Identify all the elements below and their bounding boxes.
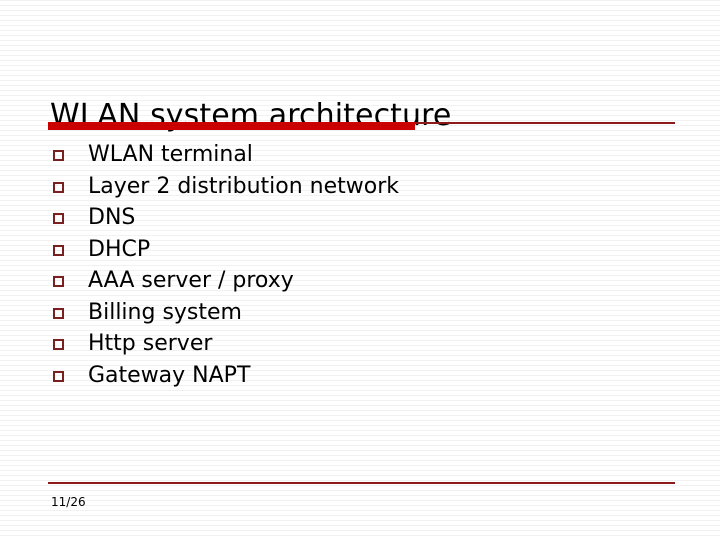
bullet-square-icon	[53, 244, 64, 256]
header-accent-bar	[48, 122, 415, 130]
list-item-label: Gateway NAPT	[88, 362, 251, 388]
footer-divider-rule	[48, 482, 675, 484]
list-item-label: Http server	[88, 331, 213, 356]
page-number: 11/26	[51, 495, 86, 509]
bullet-square-icon	[53, 370, 64, 382]
bullet-square-icon	[53, 181, 64, 193]
list-item: Gateway NAPT	[48, 360, 688, 392]
list-item: Billing system	[48, 297, 688, 329]
bullet-list: WLAN terminal Layer 2 distribution netwo…	[48, 139, 688, 391]
list-item-label: Billing system	[88, 299, 242, 325]
list-item: Http server	[48, 328, 688, 360]
list-item: WLAN terminal	[48, 139, 688, 171]
list-item-label: DHCP	[88, 236, 151, 262]
list-item: DHCP	[48, 234, 688, 266]
bullet-square-icon	[53, 213, 64, 224]
list-item: Layer 2 distribution network	[48, 171, 688, 203]
list-item-label: DNS	[88, 205, 136, 230]
list-item-label: WLAN terminal	[88, 142, 253, 167]
bullet-square-icon	[53, 276, 64, 287]
list-item: AAA server / proxy	[48, 265, 688, 297]
list-item: DNS	[48, 202, 688, 234]
list-item-label: Layer 2 distribution network	[88, 173, 400, 199]
bullet-square-icon	[53, 307, 64, 319]
bullet-square-icon	[53, 339, 64, 350]
bullet-square-icon	[53, 150, 64, 161]
list-item-label: AAA server / proxy	[88, 268, 294, 293]
